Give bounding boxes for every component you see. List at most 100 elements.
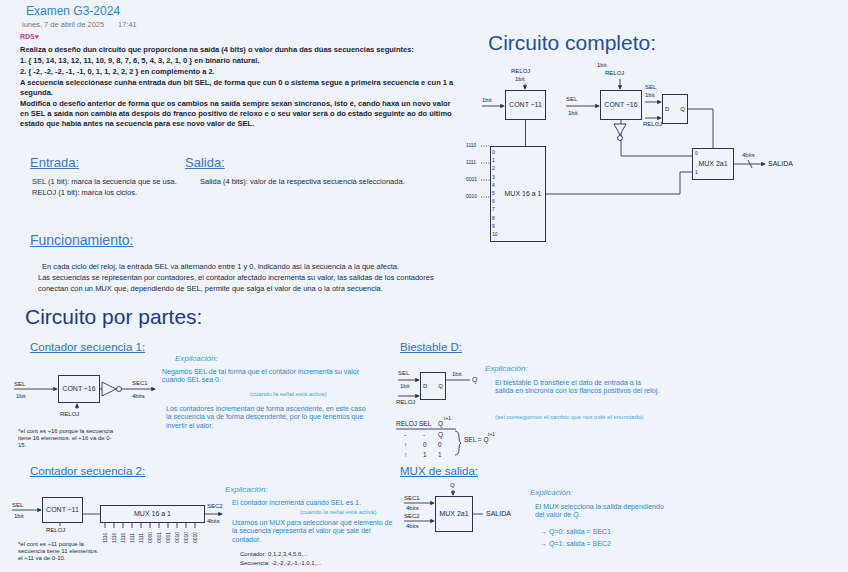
pin-label: 10 (492, 232, 498, 238)
not-bubble (618, 136, 623, 141)
pin-label: 0010 (184, 532, 190, 543)
signal-name: RELOJ (643, 121, 662, 128)
table-cell: RELOJ (396, 420, 417, 428)
pin-label: 0001 (166, 532, 172, 543)
pin-label: 1110 (103, 533, 109, 543)
component-label: Q (680, 106, 685, 113)
explanation-heading: Explicación: (175, 354, 218, 364)
component-label: CONT ÷16 (604, 101, 637, 109)
signal-name: SALIDA (768, 160, 793, 168)
component-label: CONT ÷16 (62, 385, 95, 393)
component-label: MUX 16 a 1 (134, 510, 171, 518)
explanation-text: Negamos SEL de tal forma que el contador… (162, 368, 377, 385)
table-cell: - (423, 431, 425, 439)
signal-name: 1bit (14, 513, 24, 520)
pin-label: 5 (492, 191, 495, 197)
constant-input-wires (481, 146, 490, 197)
signal-name: SEC1 (132, 380, 148, 387)
signal-name: 4bits (406, 505, 419, 512)
clock-wire (620, 79, 621, 89)
pin-label: 1 (695, 170, 698, 176)
pin-label: 0 (695, 151, 698, 157)
pin-label: 1111 (466, 160, 476, 166)
section-title: Circuito completo: (488, 30, 656, 55)
output-wire (205, 514, 222, 515)
signal-name: SEC1 (404, 495, 420, 502)
pin-label: 1111 (130, 533, 136, 543)
component-label: D (423, 383, 427, 390)
pin-label: 0 (492, 150, 495, 156)
table-cell: 1 (438, 451, 442, 459)
input-wire (14, 389, 57, 390)
explanation-text: El biestable D transfiere el dato de ent… (495, 379, 660, 396)
component-box: MUX 2a1 (692, 148, 734, 180)
author-tag: RDS♥ (20, 33, 39, 41)
table-cell: SEL (419, 420, 431, 428)
wire (525, 120, 526, 146)
signal-name: RELOJ (605, 70, 624, 77)
signal-name: SEL (398, 370, 409, 377)
explanation-heading: Explicación: (530, 488, 573, 498)
brace (455, 431, 461, 455)
component-box: CONT ÷11 (42, 497, 83, 523)
wire (83, 514, 100, 515)
signal-name: 1bit (482, 97, 492, 104)
pin-label: 9 (492, 224, 495, 230)
signal-name: 1bit (645, 92, 655, 99)
input-wire (404, 503, 434, 504)
component-label: CONT ÷11 (509, 101, 542, 109)
component-label: CONT ÷11 (46, 506, 79, 514)
date-stamp: lunes, 7 de abril de 2025 (22, 20, 104, 29)
section-heading: Contador secuencia 2: (30, 465, 145, 479)
signal-name: 4bits (406, 523, 419, 530)
problem-statement-block: Realiza o deseño dun circuito que propor… (20, 45, 460, 130)
note-text: Las secuencias se representan por contad… (38, 273, 434, 282)
table-cell: ↑ (404, 451, 407, 459)
output-wire (122, 389, 156, 390)
component-label: MUX 2a1 (698, 160, 727, 168)
explanation-text: → Q=0: salida = SEC1 (540, 528, 611, 536)
signal-name: RELOJ (396, 399, 415, 406)
signal-name: SEL (12, 502, 23, 509)
problem-statement: Modifica o deseño anterior de forma que … (20, 99, 460, 129)
input-wire (404, 521, 434, 522)
table-cell: - (404, 431, 406, 439)
side-note: *el cont es ÷11 porque la secuencia tien… (18, 541, 100, 563)
signal-name: 4bits (132, 393, 145, 400)
explanation-text: → Q=1: salida = SEC2 (540, 540, 611, 548)
pin-label: 0001 (466, 177, 477, 183)
signal-name: Q (472, 376, 477, 384)
wire (688, 109, 713, 148)
signal-name: SEL (645, 84, 656, 91)
pin-label: 1 (492, 158, 495, 164)
section-heading: Salida: (185, 155, 225, 171)
signal-name: SEC2 (404, 513, 420, 520)
explanation-text: El MUX selecciona la salida dependiendo … (535, 503, 670, 520)
input-wire (482, 106, 504, 107)
note-text: conectan con un MUX que, dependiendo de … (38, 284, 383, 293)
signal-name: SEL (14, 381, 25, 388)
input-wire (398, 380, 419, 381)
pin-label: 6 (492, 199, 495, 205)
pin-label: t+1 (444, 416, 451, 422)
signal-name: 1bit (597, 62, 607, 69)
not-gate (102, 382, 116, 396)
explanation-text: Usamos un MUX para seleccionar qué eleme… (232, 519, 397, 544)
side-note: Secuencia: -2,-2,-2,-1,-1,0,1,... (240, 560, 321, 567)
signal-name: RELOJ (60, 411, 79, 418)
signal-name: SEC2 (207, 503, 223, 510)
pin-label: 0010 (466, 194, 477, 200)
output-wire (446, 380, 470, 381)
explanation-text: Los contadores incrementan de forma asce… (166, 405, 366, 430)
section-heading: Contador secuencia 1: (30, 341, 145, 355)
explanation-heading: Explicación: (485, 364, 528, 374)
signal-name: RELOJ (511, 68, 530, 75)
not-gate (614, 124, 626, 135)
section-heading: Entrada: (30, 155, 79, 171)
pin-label: 1110 (466, 143, 476, 149)
signal-name: 1bit (515, 76, 525, 83)
signal-name: 1bit (400, 383, 410, 390)
clock-wire (77, 404, 78, 409)
clock-wire (525, 84, 526, 89)
